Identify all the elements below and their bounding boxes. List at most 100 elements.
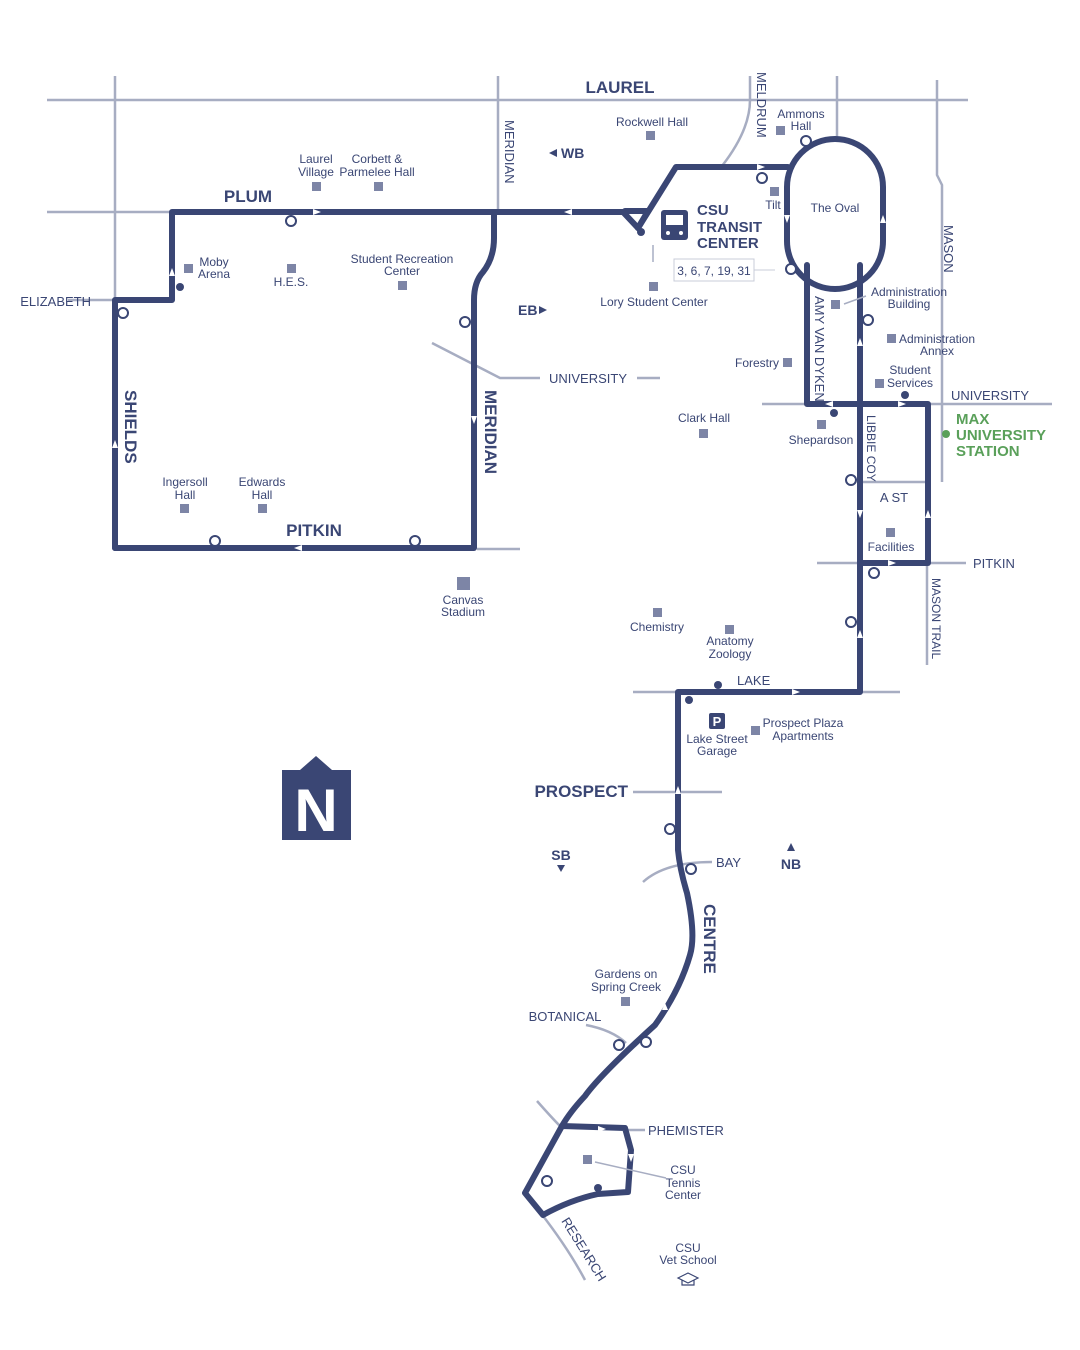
meldrum-street-line [721, 76, 752, 167]
arrow-icon [675, 786, 681, 794]
bus-stop[interactable] [800, 135, 812, 147]
building-marker [374, 182, 383, 191]
landmark-ingersoll-2: Hall [175, 488, 196, 502]
arrow-icon [534, 1198, 542, 1205]
bus-stop[interactable] [285, 215, 297, 227]
landmark-corbett-1: Corbett & [352, 152, 403, 166]
bus-stop[interactable] [409, 535, 421, 547]
transit-center-line3: CENTER [697, 235, 759, 252]
transit-center-routes: 3, 6, 7, 19, 31 [677, 264, 751, 278]
street-label-meldrum: MELDRUM [754, 72, 769, 138]
arrow-icon [294, 545, 302, 551]
bus-stop[interactable] [594, 1184, 602, 1192]
direction-labels: WB EB SB NB [518, 145, 801, 872]
building-marker [831, 300, 840, 309]
landmark-labels: Rockwell Hall Ammons Hall Laurel Village… [162, 107, 975, 1286]
bus-stop[interactable] [176, 283, 184, 291]
arrow-icon [112, 440, 118, 448]
street-label-plum: PLUM [224, 187, 272, 206]
bus-stop[interactable] [541, 1175, 553, 1187]
building-marker [817, 420, 826, 429]
botanical-street-line [585, 1023, 627, 1044]
street-label-bay: BAY [716, 855, 741, 870]
arrow-icon [925, 510, 931, 518]
landmark-canvas-2: Stadium [441, 605, 485, 619]
landmark-moby-2: Arena [198, 267, 230, 281]
bus-stop[interactable] [459, 316, 471, 328]
street-label-university-east: UNIVERSITY [951, 388, 1029, 403]
landmark-prospect-plaza-1: Prospect Plaza [763, 716, 844, 730]
landmark-hes: H.E.S. [274, 275, 309, 289]
bus-stop[interactable] [613, 1039, 625, 1051]
landmark-clark-hall: Clark Hall [678, 411, 730, 425]
building-marker [653, 608, 662, 617]
transit-center[interactable]: CSU TRANSIT CENTER 3, 6, 7, 19, 31 [661, 202, 775, 282]
bus-stop[interactable] [785, 263, 797, 275]
landmark-gardens-1: Gardens on [595, 967, 658, 981]
arrow-icon [662, 1003, 668, 1010]
landmark-admin-annex-2: Annex [920, 344, 954, 358]
arrow-icon [313, 209, 321, 215]
landmark-admin-annex-1: Administration [899, 332, 975, 346]
bus-stop[interactable] [117, 307, 129, 319]
building-marker [887, 334, 896, 343]
landmark-student-services-2: Services [887, 376, 933, 390]
max-university-station: MAX UNIVERSITY STATION [942, 411, 1046, 460]
landmark-lake-garage-1: Lake Street [686, 732, 748, 746]
building-marker [184, 264, 193, 273]
landmark-anatomy-1: Anatomy [706, 634, 753, 648]
north-arrow-letter: N [294, 777, 337, 844]
direction-eb: EB [518, 302, 537, 318]
bus-stop[interactable] [830, 409, 838, 417]
bus-stop[interactable] [640, 1036, 652, 1048]
bus-stop[interactable] [862, 314, 874, 326]
vet-school-icon [676, 1272, 700, 1286]
arrow-icon [598, 1126, 606, 1132]
building-marker [725, 625, 734, 634]
bus-stop[interactable] [664, 823, 676, 835]
street-labels: LAUREL PLUM MERIDIAN MELDRUM MASON ELIZA… [20, 72, 1029, 1284]
bus-stop[interactable] [685, 696, 693, 704]
max-station-line3: STATION [956, 443, 1020, 460]
arrow-icon [880, 215, 886, 223]
building-marker [770, 187, 779, 196]
building-marker [886, 528, 895, 537]
landmark-the-oval: The Oval [811, 201, 860, 215]
bus-stops [117, 135, 909, 1192]
bus-stop[interactable] [685, 863, 697, 875]
landmark-student-rec-2: Center [384, 264, 420, 278]
bus-stop[interactable] [209, 535, 221, 547]
landmark-laurel-village-2: Village [298, 165, 334, 179]
landmark-shepardson: Shepardson [789, 433, 854, 447]
landmark-tennis-1: CSU [670, 1163, 695, 1177]
max-station-line2: UNIVERSITY [956, 427, 1046, 444]
building-marker [776, 126, 785, 135]
bus-icon-window [666, 215, 683, 225]
bus-stop[interactable] [868, 567, 880, 579]
building-marker [751, 726, 760, 735]
street-label-prospect: PROSPECT [534, 782, 628, 801]
max-station-icon [942, 430, 950, 438]
bus-stop[interactable] [714, 681, 722, 689]
building-marker [583, 1155, 592, 1164]
landmark-laurel-village-1: Laurel [299, 152, 332, 166]
bus-stop[interactable] [756, 172, 768, 184]
north-arrow-icon [282, 756, 351, 840]
route-transit-center-turn [622, 208, 651, 231]
street-label-a-st: A ST [880, 490, 908, 505]
bus-stop[interactable] [901, 391, 909, 399]
route-research-loop [522, 1123, 634, 1218]
landmark-tilt: Tilt [765, 198, 781, 212]
landmark-tennis-2: Tennis [666, 1176, 701, 1190]
bus-stop[interactable] [845, 616, 857, 628]
arrow-icon [547, 1158, 553, 1167]
street-label-lake: LAKE [737, 673, 771, 688]
landmark-student-services-1: Student [889, 363, 931, 377]
street-label-phemister: PHEMISTER [648, 1123, 724, 1138]
bus-stop[interactable] [637, 228, 645, 236]
bus-stop[interactable] [845, 474, 857, 486]
landmark-moby-1: Moby [199, 255, 228, 269]
street-label-meridian: MERIDIAN [481, 390, 500, 474]
landmark-vet-1: CSU [675, 1241, 700, 1255]
